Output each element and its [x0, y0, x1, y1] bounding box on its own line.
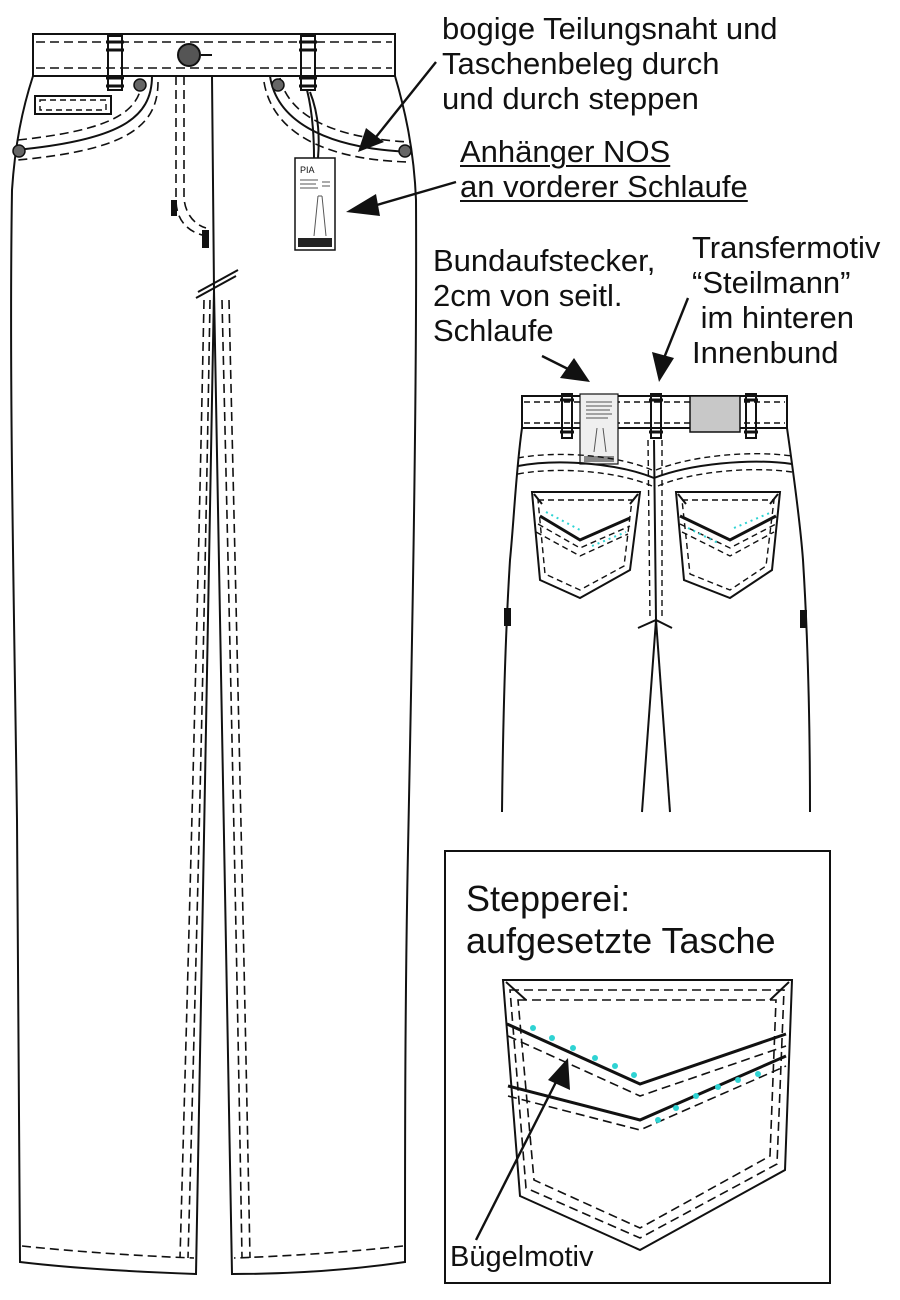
front-belt-loop-right — [299, 35, 317, 91]
rivet — [133, 78, 147, 92]
detail-pocket — [501, 979, 794, 1252]
motif-dots — [530, 1025, 761, 1123]
hangtag-note-line-2: an vorderer Schlaufe — [460, 169, 748, 204]
detail-title-line-1: Stepperei: — [466, 878, 631, 919]
front-right-leg-outline — [213, 75, 418, 1276]
arrow-motif-label — [474, 1058, 570, 1241]
stitching-note: bogige Teilungsnaht und Taschenbeleg dur… — [442, 11, 778, 116]
coin-pocket — [34, 95, 112, 115]
arrow-transfer-note — [652, 297, 690, 382]
motif-label: Bügelmotiv — [450, 1241, 594, 1273]
back-belt-loop — [560, 393, 574, 439]
transfer-note: Transfermotiv “Steilmann” im hinteren In… — [692, 230, 880, 370]
transfer-patch — [689, 395, 741, 433]
hangtag-name: PIA — [300, 165, 315, 175]
back-pocket-right — [674, 491, 782, 600]
arrow-waistband-tag-note — [541, 354, 590, 382]
transfer-note-line-4: Innenbund — [692, 335, 839, 370]
detail-box — [444, 850, 831, 1284]
hangtag-note-line-1: Anhänger NOS — [460, 134, 671, 169]
back-belt-loop — [744, 393, 758, 439]
hangtag-note: Anhänger NOS an vorderer Schlaufe — [460, 134, 748, 204]
front-button — [177, 43, 201, 67]
rivet — [271, 78, 285, 92]
front-belt-loop-left — [106, 35, 124, 91]
back-pocket-left — [530, 491, 642, 600]
waistband-tag-note: Bundaufstecker, 2cm von seitl. Schlaufe — [433, 243, 655, 348]
back-waistband — [521, 395, 788, 429]
waistband-tag-note-line-3: Schlaufe — [433, 313, 554, 348]
detail-title-line-2: aufgesetzte Tasche — [466, 920, 776, 961]
transfer-note-line-2: “Steilmann” — [692, 265, 851, 300]
stitching-note-line-3: und durch steppen — [442, 81, 699, 116]
rivet — [12, 144, 26, 158]
stitching-note-line-2: Taschenbeleg durch — [442, 46, 720, 81]
back-belt-loop — [649, 393, 663, 439]
arrow-stitching-note — [358, 61, 437, 152]
transfer-note-line-3: im hinteren — [692, 300, 854, 335]
waistband-tag-note-line-2: 2cm von seitl. — [433, 278, 623, 313]
back-view — [501, 393, 811, 813]
back-waistband-tag — [579, 393, 619, 465]
front-hangtag: PIA — [294, 157, 336, 251]
rivet — [398, 144, 412, 158]
arrow-hangtag-note — [346, 180, 457, 216]
front-view: PIA — [10, 33, 418, 1276]
front-waistband — [32, 33, 396, 77]
detail-box-title: Stepperei: aufgesetzte Tasche — [466, 878, 776, 962]
transfer-note-line-1: Transfermotiv — [692, 230, 881, 265]
waistband-tag-note-line-1: Bundaufstecker, — [433, 243, 656, 278]
front-left-leg-outline — [10, 75, 216, 1276]
stitching-note-line-1: bogige Teilungsnaht und — [442, 11, 778, 46]
